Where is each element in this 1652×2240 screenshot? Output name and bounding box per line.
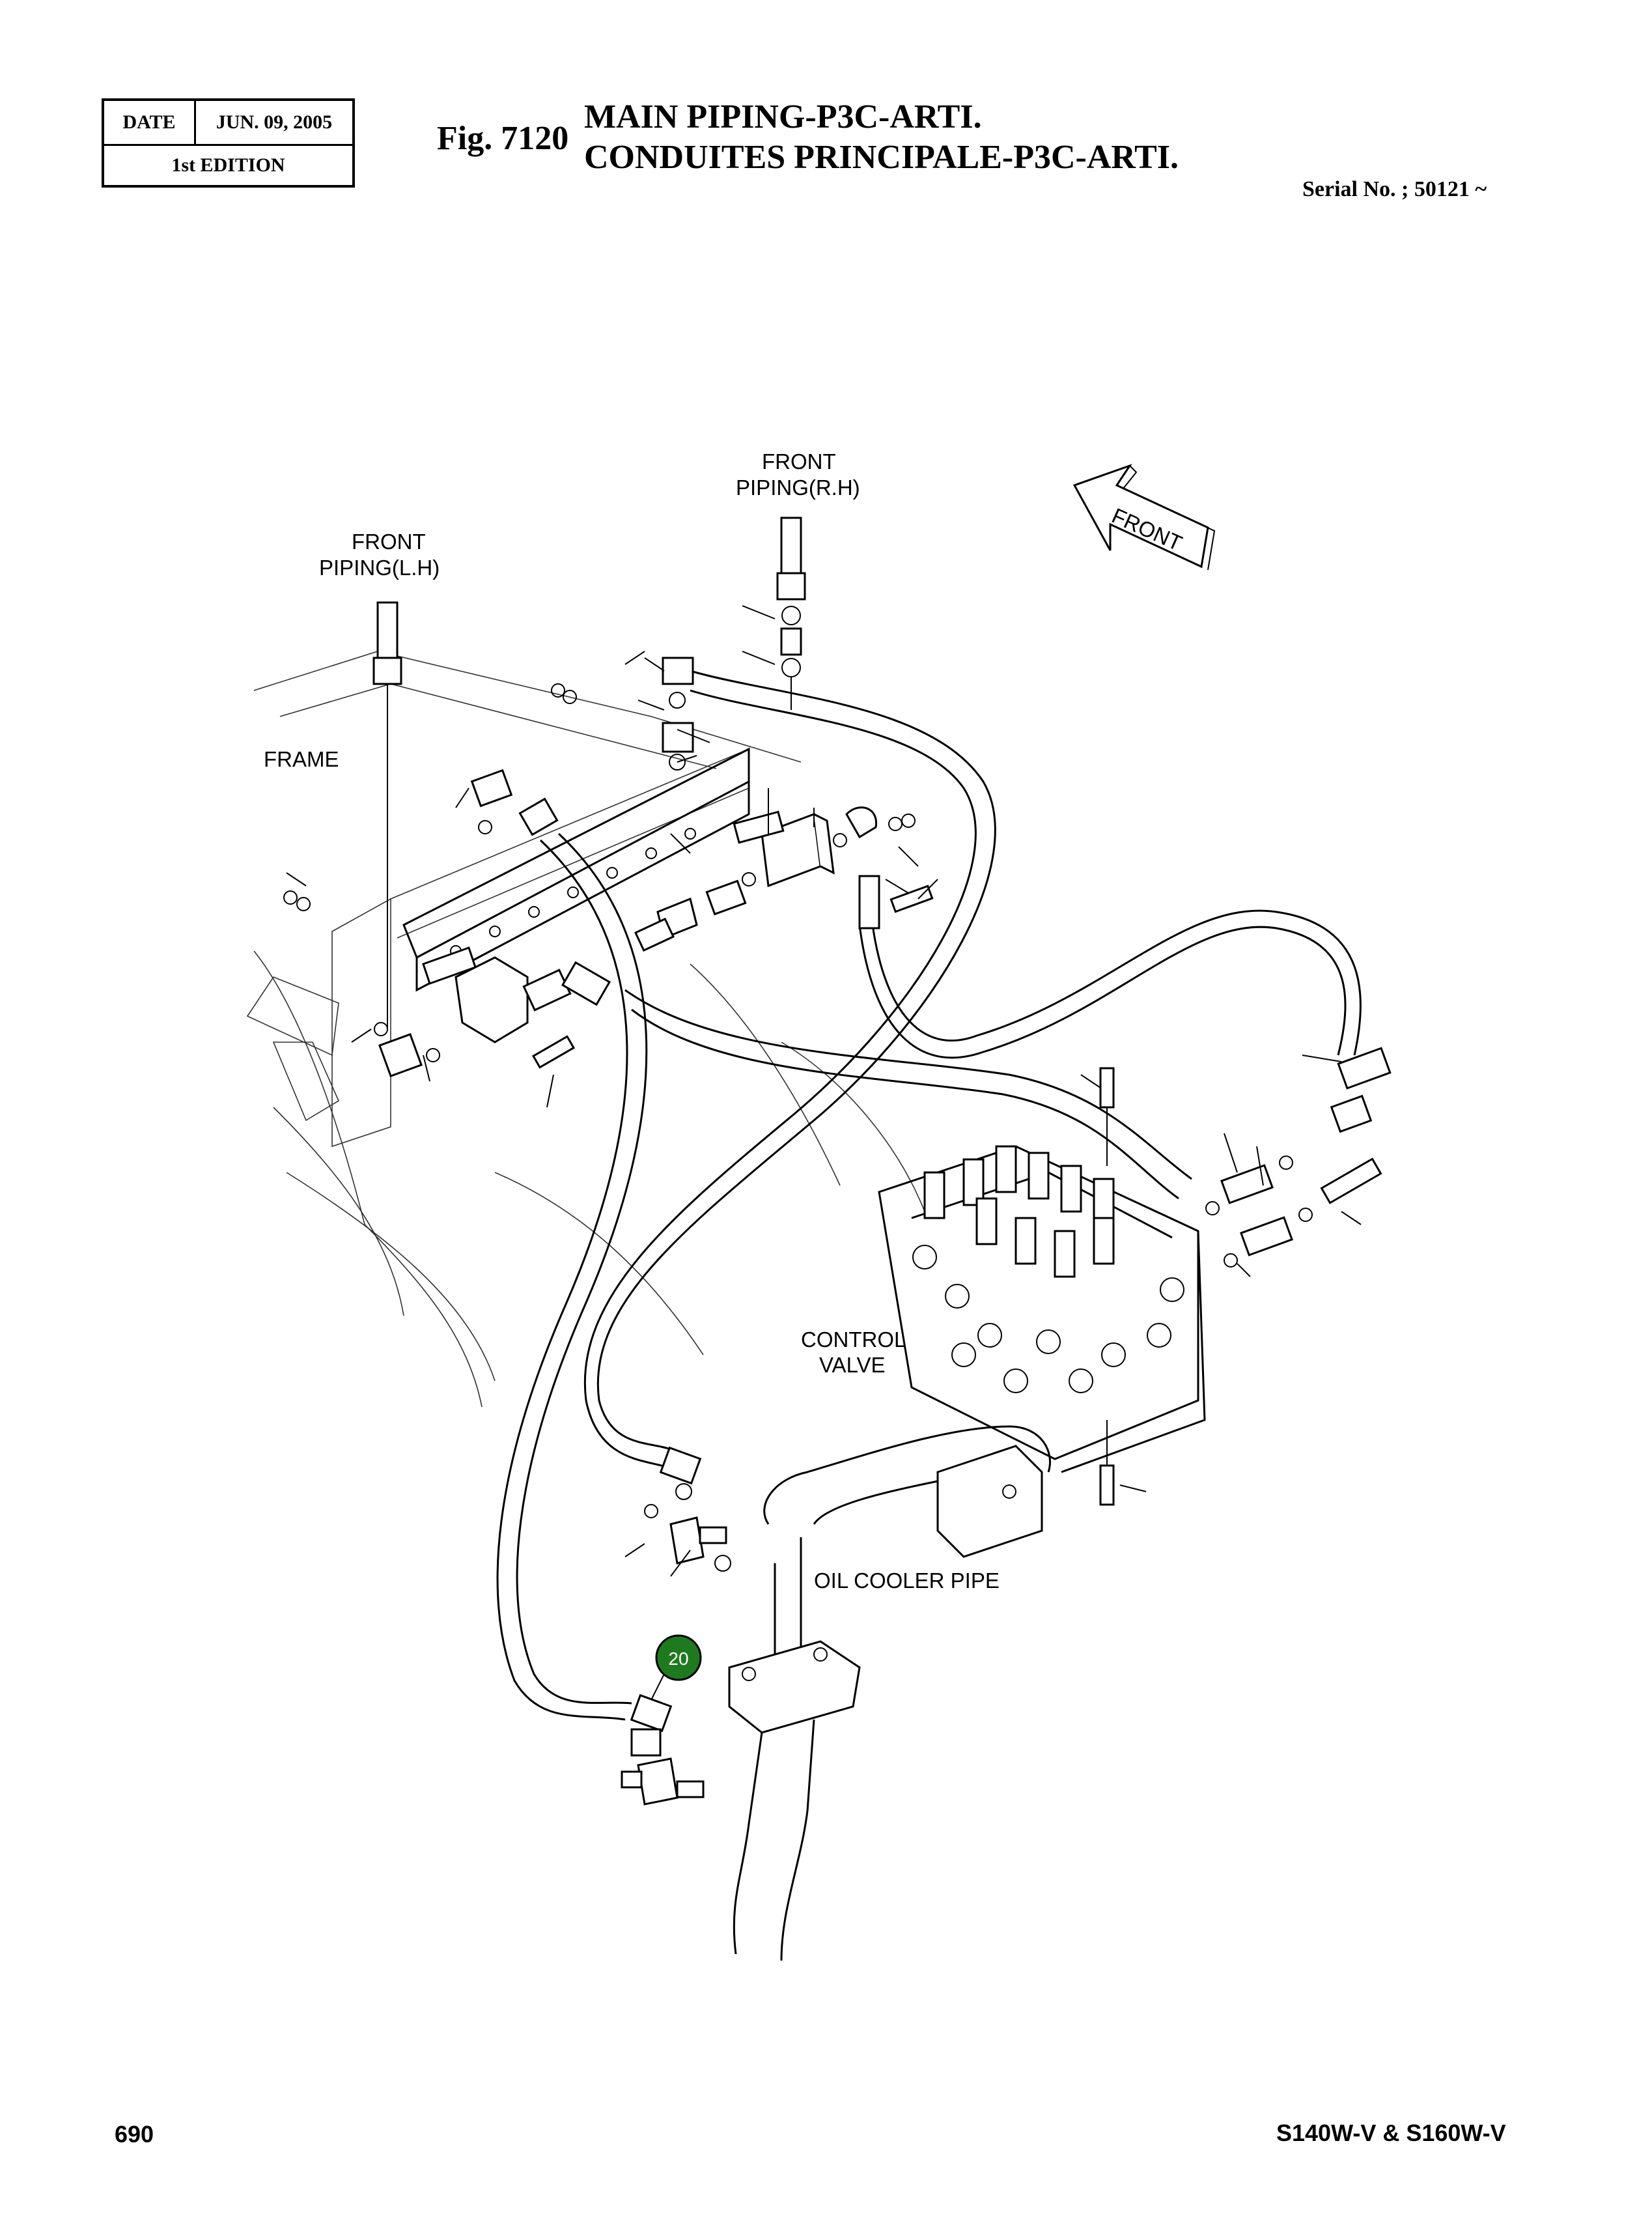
- hoses: [496, 670, 1362, 1721]
- date-box: DATE JUN. 09, 2005 1st EDITION: [102, 98, 355, 188]
- date-value: JUN. 09, 2005: [216, 111, 333, 133]
- callout-20[interactable]: 20: [651, 1634, 702, 1701]
- date-row: DATE JUN. 09, 2005: [104, 101, 352, 146]
- label-front-lh-1: FRONT: [352, 530, 426, 554]
- page-number: 690: [115, 2121, 154, 2148]
- date-label: DATE: [104, 101, 196, 144]
- title-french: CONDUITES PRINCIPALE-P3C-ARTI.: [584, 139, 1179, 176]
- label-control-valve-2: VALVE: [819, 1353, 886, 1377]
- front-arrow-icon: FRONT: [1072, 464, 1216, 571]
- model-name: S140W-V & S160W-V: [1276, 2119, 1506, 2146]
- front-piping-lines: [372, 517, 806, 1029]
- fittings: [283, 657, 934, 1077]
- label-front-rh-2: PIPING(R.H): [736, 475, 860, 500]
- manifold-block: [402, 747, 750, 992]
- edition: 1st EDITION: [171, 154, 285, 176]
- callout-badge[interactable]: [655, 1634, 702, 1681]
- label-oil-cooler-pipe: OIL COOLER PIPE: [814, 1568, 1000, 1593]
- callout-number: 20: [668, 1649, 688, 1669]
- control-valve: [878, 1047, 1392, 1506]
- label-control-valve-1: CONTROL: [801, 1327, 906, 1352]
- label-front-rh-1: FRONT: [762, 449, 836, 474]
- leader-lines: [286, 605, 1362, 1668]
- label-frame: FRAME: [264, 747, 339, 771]
- frame-outline: [246, 651, 925, 1408]
- oil-cooler-pipe: [728, 1425, 1051, 1961]
- title-english: MAIN PIPING-P3C-ARTI.: [584, 98, 982, 135]
- figure-number: Fig. 7120: [437, 120, 569, 157]
- label-front-lh-2: PIPING(L.H): [319, 556, 440, 580]
- serial-number: Serial No. ; 50121 ~: [1302, 177, 1487, 201]
- bottom-fittings: [621, 1446, 731, 1806]
